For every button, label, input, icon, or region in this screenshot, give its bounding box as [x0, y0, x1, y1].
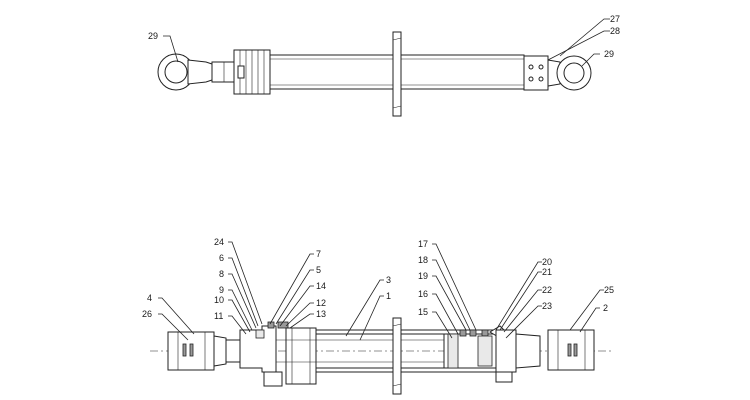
callout-4: 4 — [147, 293, 152, 303]
callout-24: 24 — [214, 237, 224, 247]
callout-3: 3 — [386, 275, 391, 285]
callout-7: 7 — [316, 249, 321, 259]
callout-25: 25 — [604, 285, 614, 295]
right-end-eye — [547, 329, 595, 371]
callout-18: 18 — [418, 255, 428, 265]
left-rod-end — [211, 61, 235, 83]
left-rod-neck — [187, 59, 213, 85]
base-block — [523, 55, 549, 91]
top-leaders — [163, 18, 610, 67]
callout-27: 27 — [610, 14, 620, 24]
callout-22: 22 — [542, 285, 552, 295]
callout-6: 6 — [219, 253, 224, 263]
callout-12: 12 — [316, 298, 326, 308]
callout-26: 26 — [142, 309, 152, 319]
head-flange — [285, 327, 317, 385]
callout-21: 21 — [542, 267, 552, 277]
callout-5: 5 — [316, 265, 321, 275]
callout-17: 17 — [418, 239, 428, 249]
right-eye-bore — [563, 62, 585, 84]
callout-9: 9 — [219, 285, 224, 295]
callout-10: 10 — [214, 295, 224, 305]
left-eye-bore — [164, 60, 188, 84]
callout-8: 8 — [219, 269, 224, 279]
callout-16: 16 — [418, 289, 428, 299]
bottom-leaders — [158, 241, 604, 341]
callout-13: 13 — [316, 309, 326, 319]
callout-20: 20 — [542, 257, 552, 267]
callout-14: 14 — [316, 281, 326, 291]
callout-29-right: 29 — [604, 49, 614, 59]
callout-29-left: 29 — [148, 31, 158, 41]
callout-19: 19 — [418, 271, 428, 281]
base-neck — [515, 333, 541, 369]
callout-28: 28 — [610, 26, 620, 36]
callout-15: 15 — [418, 307, 428, 317]
cylinder-exterior-view — [157, 31, 592, 117]
callout-2: 2 — [603, 303, 608, 313]
break-marker-bottom — [392, 317, 402, 395]
callout-23: 23 — [542, 301, 552, 311]
barrel-base — [495, 329, 517, 373]
cylinder-section-view — [150, 317, 612, 395]
break-marker-top — [392, 31, 402, 117]
callout-1: 1 — [386, 291, 391, 301]
callout-11: 11 — [214, 311, 223, 321]
